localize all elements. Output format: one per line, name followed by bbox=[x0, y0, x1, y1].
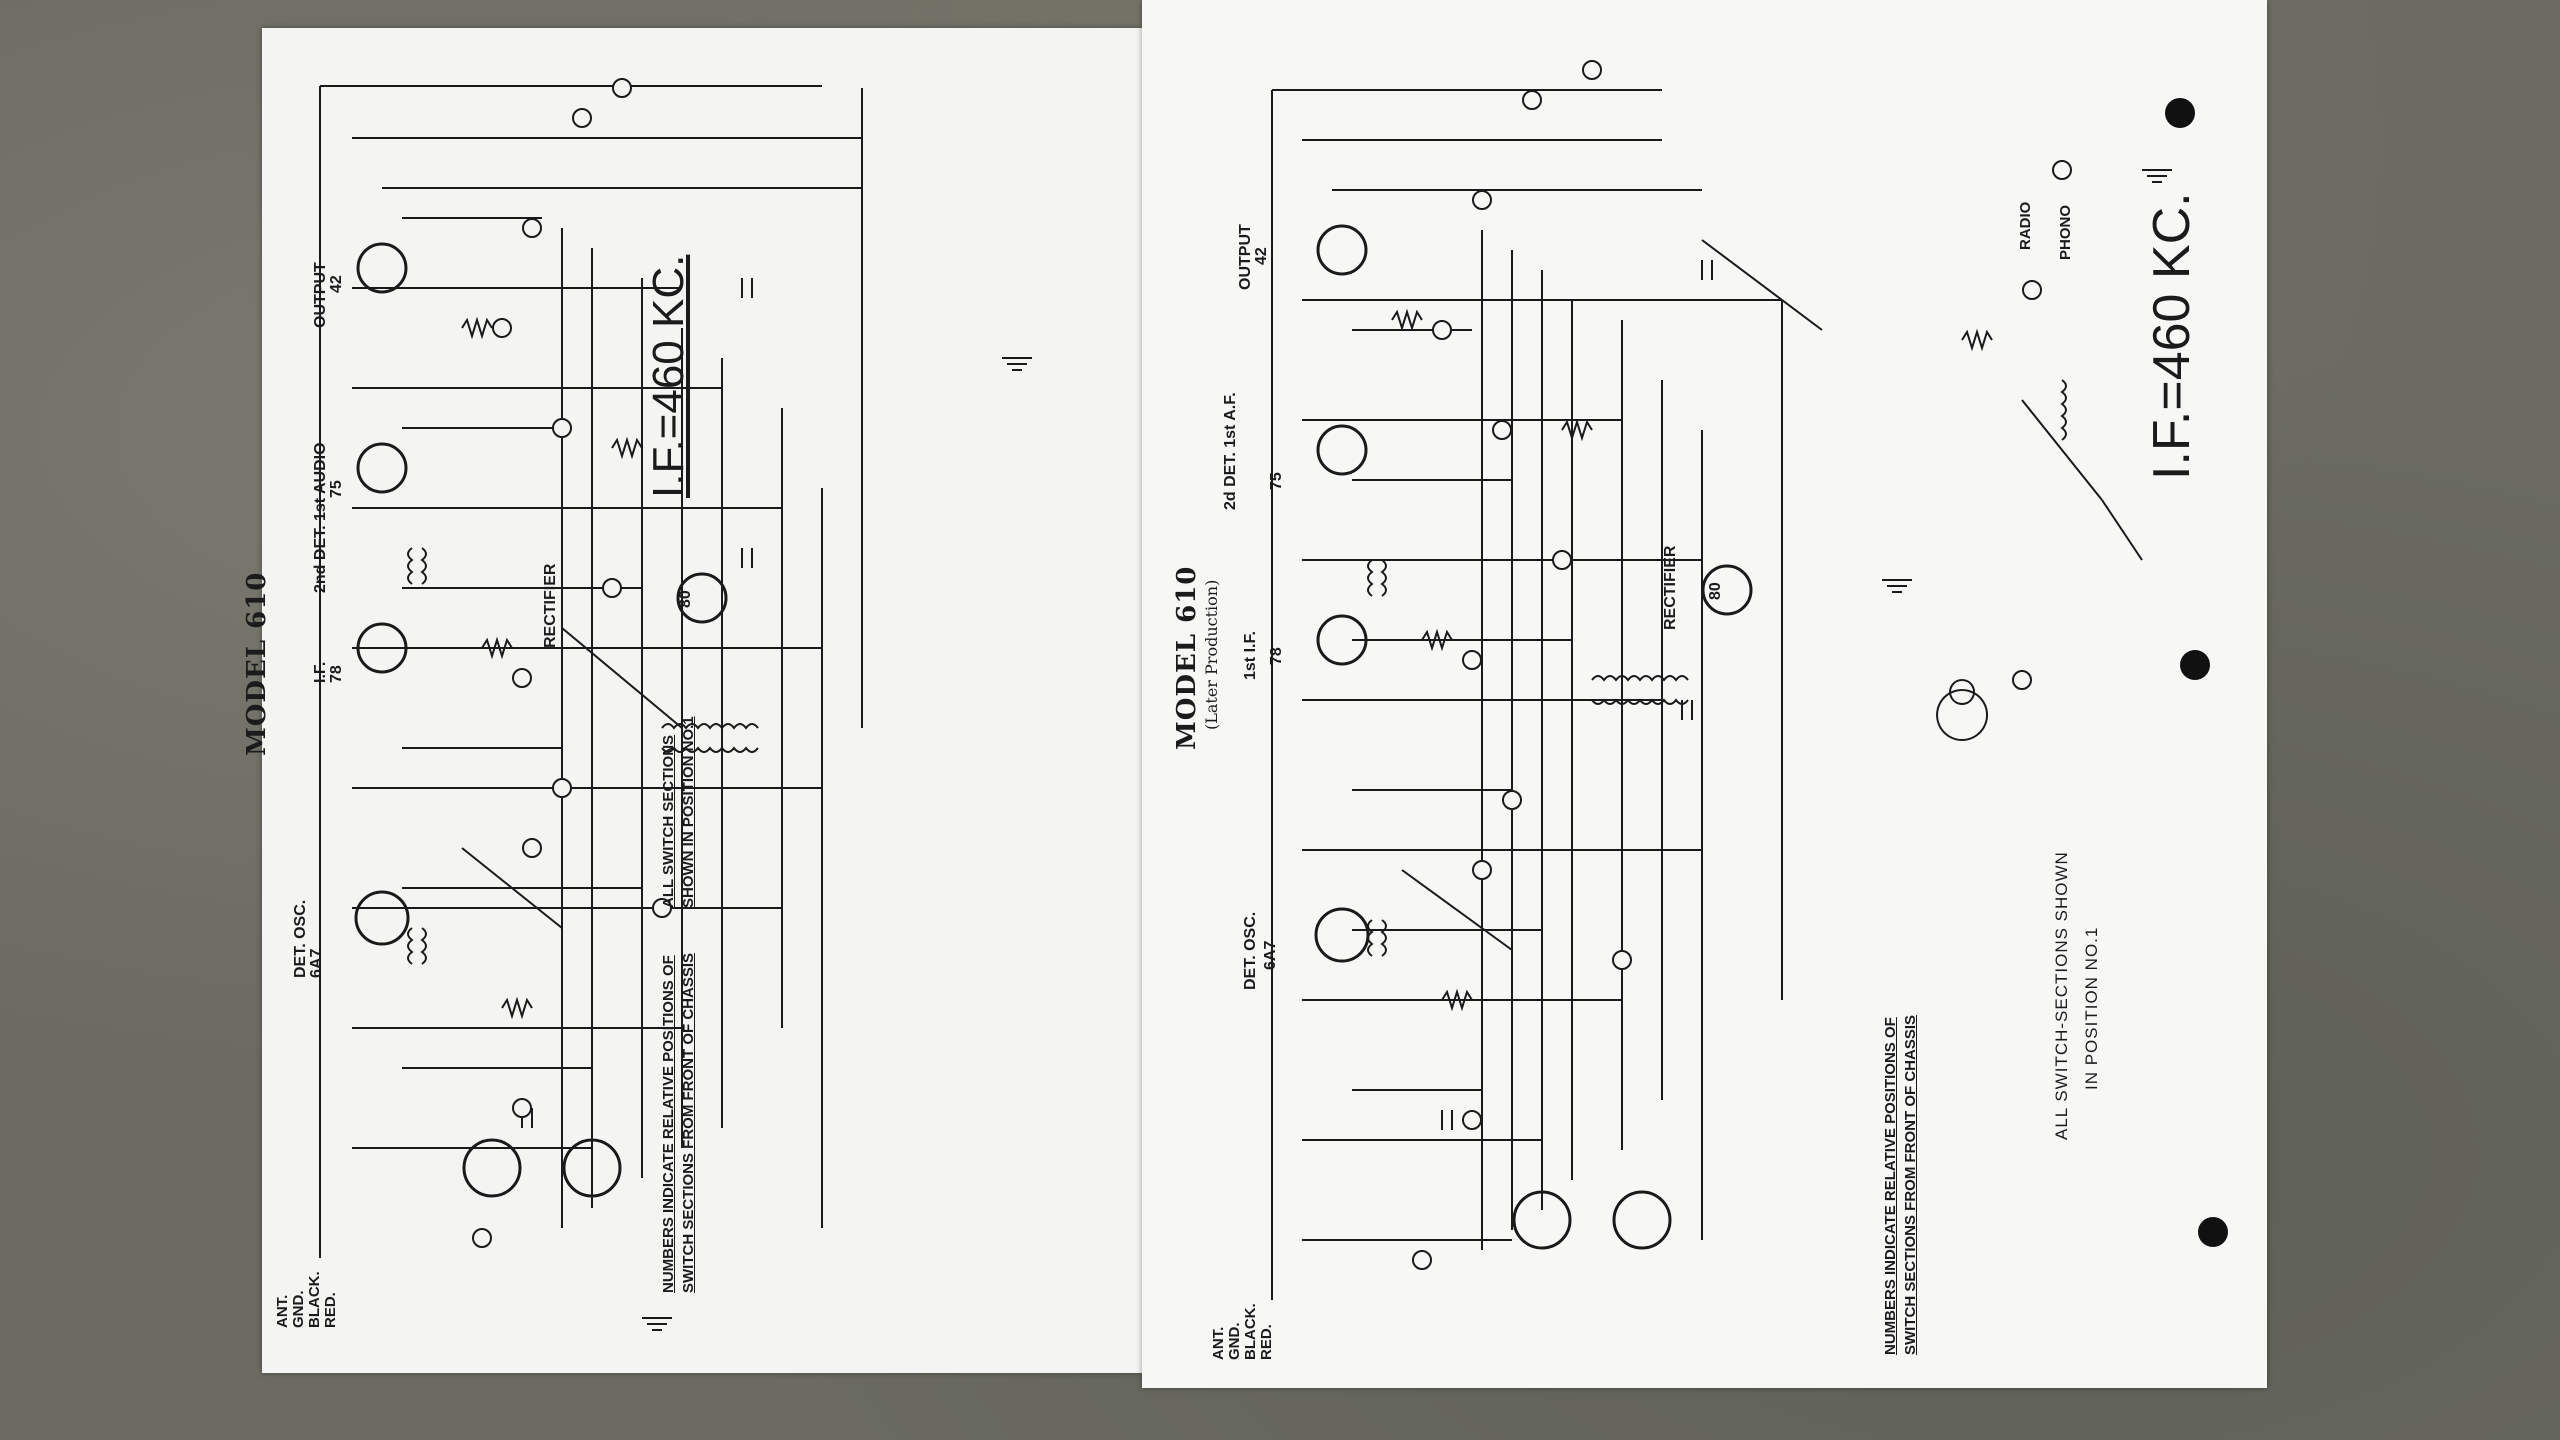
left-model-title: MODEL 610 bbox=[242, 571, 272, 756]
left-tube-type-78: 78 bbox=[328, 665, 345, 683]
tube-6a7-symbol-right bbox=[1314, 907, 1370, 963]
right-model-subtitle: (Later Production) bbox=[1202, 579, 1221, 730]
right-terminal-red: RED. bbox=[1258, 1324, 1275, 1360]
right-tube-type-78: 78 bbox=[1268, 647, 1285, 665]
left-terminal-ant: ANT. bbox=[274, 1294, 291, 1328]
right-tube-type-42: 42 bbox=[1253, 247, 1270, 265]
punch-hole-middle bbox=[2180, 650, 2210, 680]
right-terminal-black: BLACK. bbox=[1242, 1303, 1259, 1360]
left-tube-label-audio: 2nd DET. 1st AUDIO bbox=[312, 442, 329, 593]
right-switch-note-1: ALL SWITCH-SECTIONS SHOWN bbox=[2052, 851, 2071, 1140]
left-tube-type-42: 42 bbox=[328, 275, 345, 293]
right-tube-type-6a7: 6A7 bbox=[1262, 940, 1279, 970]
left-tube-type-80: 80 bbox=[677, 590, 694, 608]
tube-75-symbol bbox=[356, 442, 408, 494]
right-tube-label-audio: 2d DET. 1st A.F. bbox=[1222, 392, 1239, 510]
right-tube-type-75: 75 bbox=[1268, 472, 1285, 490]
left-switch-note-2: SHOWN IN POSITION NO.1 bbox=[680, 716, 697, 908]
tube-42-symbol bbox=[356, 242, 408, 294]
tube-80-symbol bbox=[676, 572, 728, 624]
left-terminal-black: BLACK. bbox=[306, 1271, 323, 1328]
left-terminal-gnd: GND. bbox=[290, 1290, 307, 1329]
right-positions-note-2: SWITCH SECTIONS FROM FRONT OF CHASSIS bbox=[1902, 1015, 1919, 1355]
right-tube-type-80: 80 bbox=[1707, 582, 1724, 600]
right-tube-label-det-osc: DET. OSC. bbox=[1242, 911, 1259, 990]
left-terminal-red: RED. bbox=[322, 1292, 339, 1328]
left-positions-note-1: NUMBERS INDICATE RELATIVE POSITIONS OF bbox=[660, 955, 677, 1293]
right-switch-label-phono: PHONO bbox=[2057, 204, 2074, 260]
left-tube-type-75: 75 bbox=[328, 480, 345, 498]
right-tube-label-if: 1st I.F. bbox=[1242, 631, 1259, 680]
right-switch-note-2: IN POSITION NO.1 bbox=[2082, 926, 2101, 1090]
punch-hole-top bbox=[2165, 98, 2195, 128]
tube-6a7-symbol bbox=[354, 890, 410, 946]
left-positions-note-2: SWITCH SECTIONS FROM FRONT OF CHASSIS bbox=[680, 953, 697, 1293]
tube-80-symbol-right bbox=[1701, 564, 1753, 616]
schematic-sheet-left: MODEL 610 I.F.=460 KC. ALL SWITCH SECTIO… bbox=[242, 28, 1142, 1373]
punch-hole-bottom bbox=[2198, 1217, 2228, 1247]
right-model-title: MODEL 610 bbox=[1172, 565, 1202, 750]
tube-78-symbol bbox=[356, 622, 408, 674]
schematic-drawing-left bbox=[319, 78, 1032, 1331]
tube-78-symbol-right bbox=[1316, 614, 1368, 666]
left-switch-note-1: ALL SWITCH SECTIONS bbox=[660, 734, 677, 908]
schematic-drawing-right bbox=[1271, 60, 2172, 1300]
right-if-label: I.F.=460 KC. bbox=[2143, 192, 2201, 480]
right-terminal-ant: ANT. bbox=[1210, 1326, 1227, 1360]
right-terminal-gnd: GND. bbox=[1226, 1322, 1243, 1361]
left-tube-label-output: OUTPUT bbox=[312, 262, 329, 328]
right-positions-note-1: NUMBERS INDICATE RELATIVE POSITIONS OF bbox=[1882, 1017, 1899, 1355]
schematic-sheet-right: MODEL 610 (Later Production) I.F.=460 KC… bbox=[1142, 0, 2267, 1388]
tube-42-symbol-right bbox=[1316, 224, 1368, 276]
right-tube-label-rectifier: RECTIFIER bbox=[1662, 545, 1679, 630]
left-tube-label-rectifier: RECTIFIER bbox=[542, 563, 559, 648]
right-switch-label-radio: RADIO bbox=[2017, 201, 2034, 250]
left-if-label: I.F.=460 KC. bbox=[644, 254, 693, 498]
left-tube-type-6a7: 6A7 bbox=[308, 948, 325, 978]
tube-75-symbol-right bbox=[1316, 424, 1368, 476]
